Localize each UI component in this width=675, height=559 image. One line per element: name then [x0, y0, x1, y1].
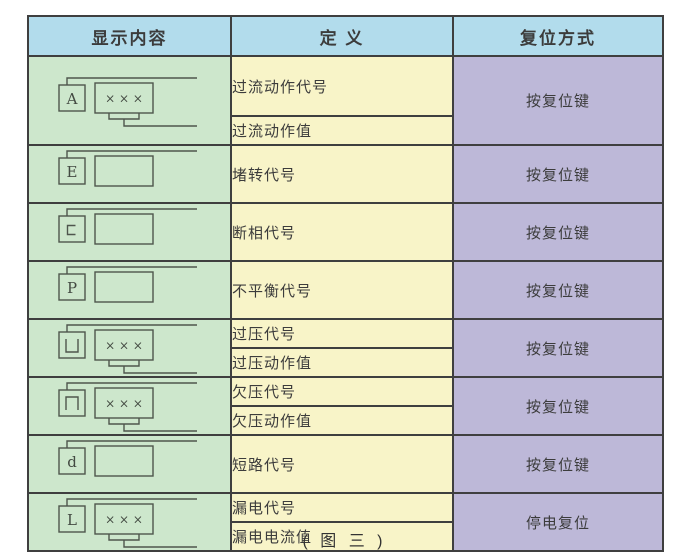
definition-cell: 过流动作代号: [230, 55, 454, 117]
svg-text:P: P: [67, 279, 77, 297]
table-row: × × × 欠压代号按复位键: [27, 376, 664, 436]
header-definition: 定 义: [230, 15, 454, 57]
table-subrow: 过流动作值: [28, 115, 663, 146]
table-row: × × × 过压代号按复位键: [27, 318, 664, 378]
header-reset-method: 复位方式: [452, 15, 664, 57]
reset-method-cell: 按复位键: [452, 260, 664, 320]
definition-cell: 过压动作值: [230, 347, 454, 378]
table-subrow: 漏电电流值: [28, 521, 663, 552]
phase-loss-display: [58, 208, 197, 245]
definition-cell: 漏电电流值: [230, 521, 454, 552]
display-symbol-wrap: [29, 206, 230, 258]
display-symbol-wrap: × × ×: [29, 380, 230, 432]
display-symbol-cell: E: [27, 144, 232, 204]
definition-cell: 短路代号: [230, 434, 454, 494]
svg-text:× × ×: × × ×: [105, 513, 143, 527]
display-symbol-wrap: P: [29, 264, 230, 316]
definition-cell: 过流动作值: [230, 115, 454, 146]
svg-text:d: d: [67, 453, 77, 471]
definition-cell: 过压代号: [230, 318, 454, 349]
table-row: d 短路代号按复位键: [27, 434, 664, 494]
overcurrent-display: A × × ×: [58, 76, 197, 127]
table-subrow: 欠压动作值: [28, 405, 663, 436]
display-symbol-cell: × × ×: [27, 376, 232, 436]
definition-cell: 断相代号: [230, 202, 454, 262]
reset-method-cell: 按复位键: [452, 55, 664, 146]
definition-cell: 堵转代号: [230, 144, 454, 204]
reset-method-cell: 按复位键: [452, 144, 664, 204]
unbalance-display: P: [58, 266, 197, 303]
display-symbol-wrap: d: [29, 438, 230, 490]
table-subrow: 过压动作值: [28, 347, 663, 378]
table-row: E 堵转代号按复位键: [27, 144, 664, 204]
display-symbol-cell: P: [27, 260, 232, 320]
table-row: 断相代号按复位键: [27, 202, 664, 262]
reset-method-cell: 按复位键: [452, 202, 664, 262]
reset-method-cell: 按复位键: [452, 434, 664, 494]
table-row: L × × × 漏电代号停电复位: [27, 492, 664, 552]
display-symbol-cell: L × × ×: [27, 492, 232, 552]
figure-caption: ( 图 三 ): [302, 533, 387, 550]
display-symbol-cell: × × ×: [27, 318, 232, 378]
svg-text:A: A: [66, 90, 78, 108]
svg-text:× × ×: × × ×: [105, 397, 143, 411]
header-display-content: 显示内容: [27, 15, 232, 57]
reset-method-cell: 停电复位: [452, 492, 664, 552]
display-symbol-cell: A × × ×: [27, 55, 232, 146]
leakage-display: L × × ×: [58, 498, 197, 548]
display-symbol-cell: d: [27, 434, 232, 494]
svg-text:E: E: [67, 163, 78, 181]
definition-cell: 欠压代号: [230, 376, 454, 407]
header-row: 显示内容 定 义 复位方式: [27, 15, 664, 57]
svg-text:× × ×: × × ×: [105, 91, 143, 105]
display-symbol-wrap: × × ×: [29, 322, 230, 374]
table-row: P 不平衡代号按复位键: [27, 260, 664, 320]
stall-display: E: [58, 150, 197, 187]
svg-text:L: L: [67, 511, 77, 529]
reset-method-cell: 按复位键: [452, 376, 664, 436]
display-symbol-cell: [27, 202, 232, 262]
definition-cell: 不平衡代号: [230, 260, 454, 320]
svg-text:× × ×: × × ×: [105, 339, 143, 353]
table-row: A × × × 过流动作代号按复位键: [27, 55, 664, 146]
reset-method-cell: 按复位键: [452, 318, 664, 378]
display-symbol-wrap: L × × ×: [29, 496, 230, 548]
definition-cell: 欠压动作值: [230, 405, 454, 436]
definition-cell: 漏电代号: [230, 492, 454, 523]
display-symbol-wrap: A × × ×: [29, 75, 230, 127]
display-symbol-wrap: E: [29, 148, 230, 200]
undervoltage-display: × × ×: [58, 382, 197, 432]
overvoltage-display: × × ×: [58, 324, 197, 374]
short-circuit-display: d: [58, 440, 197, 477]
